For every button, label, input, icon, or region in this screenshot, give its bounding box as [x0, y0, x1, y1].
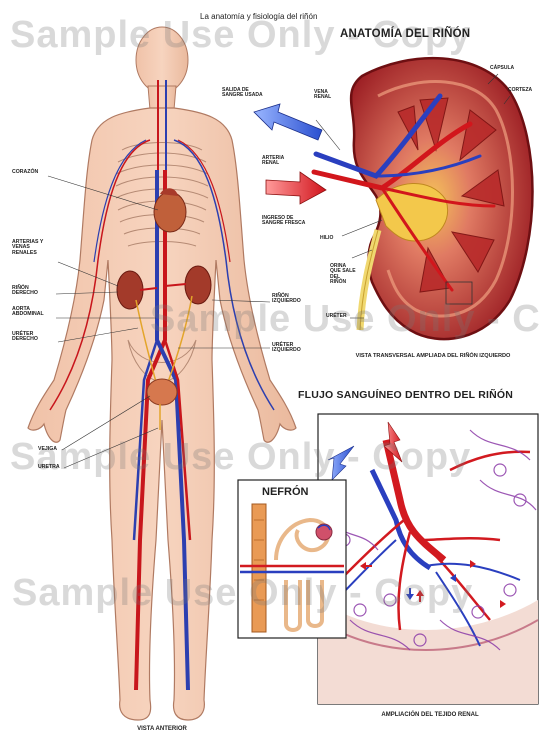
- label-heart: CORAZÓN: [12, 170, 38, 175]
- poster-title: La anatomía y fisiología del riñón: [200, 13, 317, 21]
- blood-flow-heading: FLUJO SANGUÍNEO DENTRO DEL RIÑÓN: [298, 390, 513, 401]
- caption-body-view: VISTA ANTERIOR: [120, 726, 204, 732]
- label-ureter: URÉTER: [326, 314, 347, 319]
- kidney-cross-section: [314, 58, 533, 339]
- label-hilum: HILIO: [320, 236, 333, 241]
- label-renal-vessels: ARTERIAS Y VENAS RENALES: [12, 240, 56, 256]
- label-capsule: CÁPSULA: [490, 66, 514, 71]
- bladder: [147, 379, 177, 405]
- caption-tissue: AMPLIACIÓN DEL TEJIDO RENAL: [330, 712, 530, 718]
- label-left-ureter: URÉTER IZQUIERDO: [272, 343, 312, 354]
- label-renal-artery: ARTERIA RENAL: [262, 156, 292, 167]
- label-right-kidney: RIÑÓN DERECHO: [12, 286, 48, 297]
- label-renal-vein: VENA RENAL: [314, 90, 340, 101]
- watermark: Sample Use Only - Copy: [10, 436, 471, 479]
- label-aorta: AORTA ABDOMINAL: [12, 307, 52, 318]
- right-kidney: [117, 271, 143, 309]
- used-blood-arrow: [254, 104, 322, 140]
- label-cortex: CORTEZA: [508, 88, 532, 93]
- label-bladder: VEJIGA: [38, 447, 57, 452]
- fresh-blood-arrow: [266, 172, 326, 204]
- watermark: Sample Use Only - Copy: [150, 298, 541, 341]
- label-used-blood-out: SALIDA DE SANGRE USADA: [222, 88, 270, 99]
- caption-kidney-section: VISTA TRANSVERSAL AMPLIADA DEL RIÑÓN IZQ…: [350, 354, 516, 360]
- label-left-kidney: RIÑÓN IZQUIERDO: [272, 294, 312, 305]
- label-fresh-blood-in: INGRESO DE SANGRE FRESCA: [262, 216, 312, 227]
- label-urethra: URETRA: [38, 465, 60, 470]
- heart: [154, 192, 186, 232]
- watermark: Sample Use Only - Copy: [12, 572, 473, 615]
- nephron-heading: NEFRÓN: [262, 486, 308, 498]
- label-right-ureter: URÉTER DERECHO: [12, 332, 52, 343]
- kidney-anatomy-heading: ANATOMÍA DEL RIÑÓN: [340, 28, 470, 40]
- label-urine-out: ORINA QUE SALE DEL RIÑÓN: [330, 264, 356, 285]
